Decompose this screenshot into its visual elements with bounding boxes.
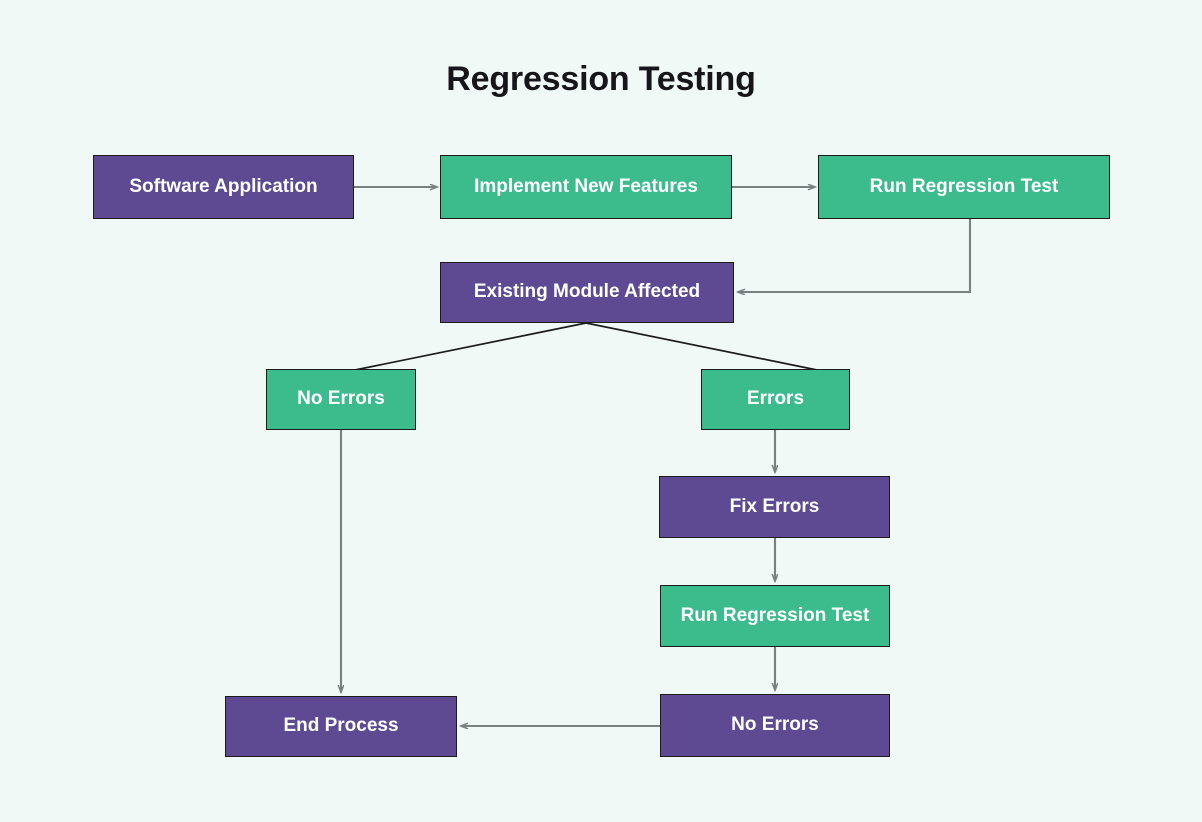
node-label: No Errors: [731, 714, 819, 736]
node-label: Errors: [746, 388, 805, 410]
node-label: Existing Module Affected: [473, 281, 701, 303]
node-no-errors-left[interactable]: No Errors: [266, 369, 416, 430]
node-label: No Errors: [297, 388, 385, 410]
node-end-process[interactable]: End Process: [225, 696, 457, 757]
node-label: Run Regression Test: [680, 604, 870, 626]
node-label: Fix Errors: [729, 495, 820, 517]
node-errors[interactable]: Errors: [701, 369, 850, 430]
node-no-errors-bottom[interactable]: No Errors: [660, 694, 890, 757]
node-fix-errors[interactable]: Fix Errors: [659, 476, 890, 538]
edge-existing-module-to-errors: [585, 322, 823, 372]
node-label: Run Regression Test: [869, 175, 1059, 197]
node-implement-new-features[interactable]: Implement New Features: [440, 155, 732, 219]
edge-existing-module-to-no-errors: [349, 322, 587, 372]
page-title: Regression Testing: [446, 60, 756, 98]
node-run-regression-test-top[interactable]: Run Regression Test: [818, 155, 1110, 219]
edge-run-test-to-existing-module: [738, 219, 972, 292]
node-label: End Process: [283, 715, 399, 737]
node-software-application[interactable]: Software Application: [93, 155, 354, 219]
node-run-regression-test-bottom[interactable]: Run Regression Test: [660, 585, 890, 647]
node-existing-module-affected[interactable]: Existing Module Affected: [440, 262, 734, 323]
node-label: Software Application: [129, 175, 318, 197]
node-label: Implement New Features: [474, 175, 698, 197]
